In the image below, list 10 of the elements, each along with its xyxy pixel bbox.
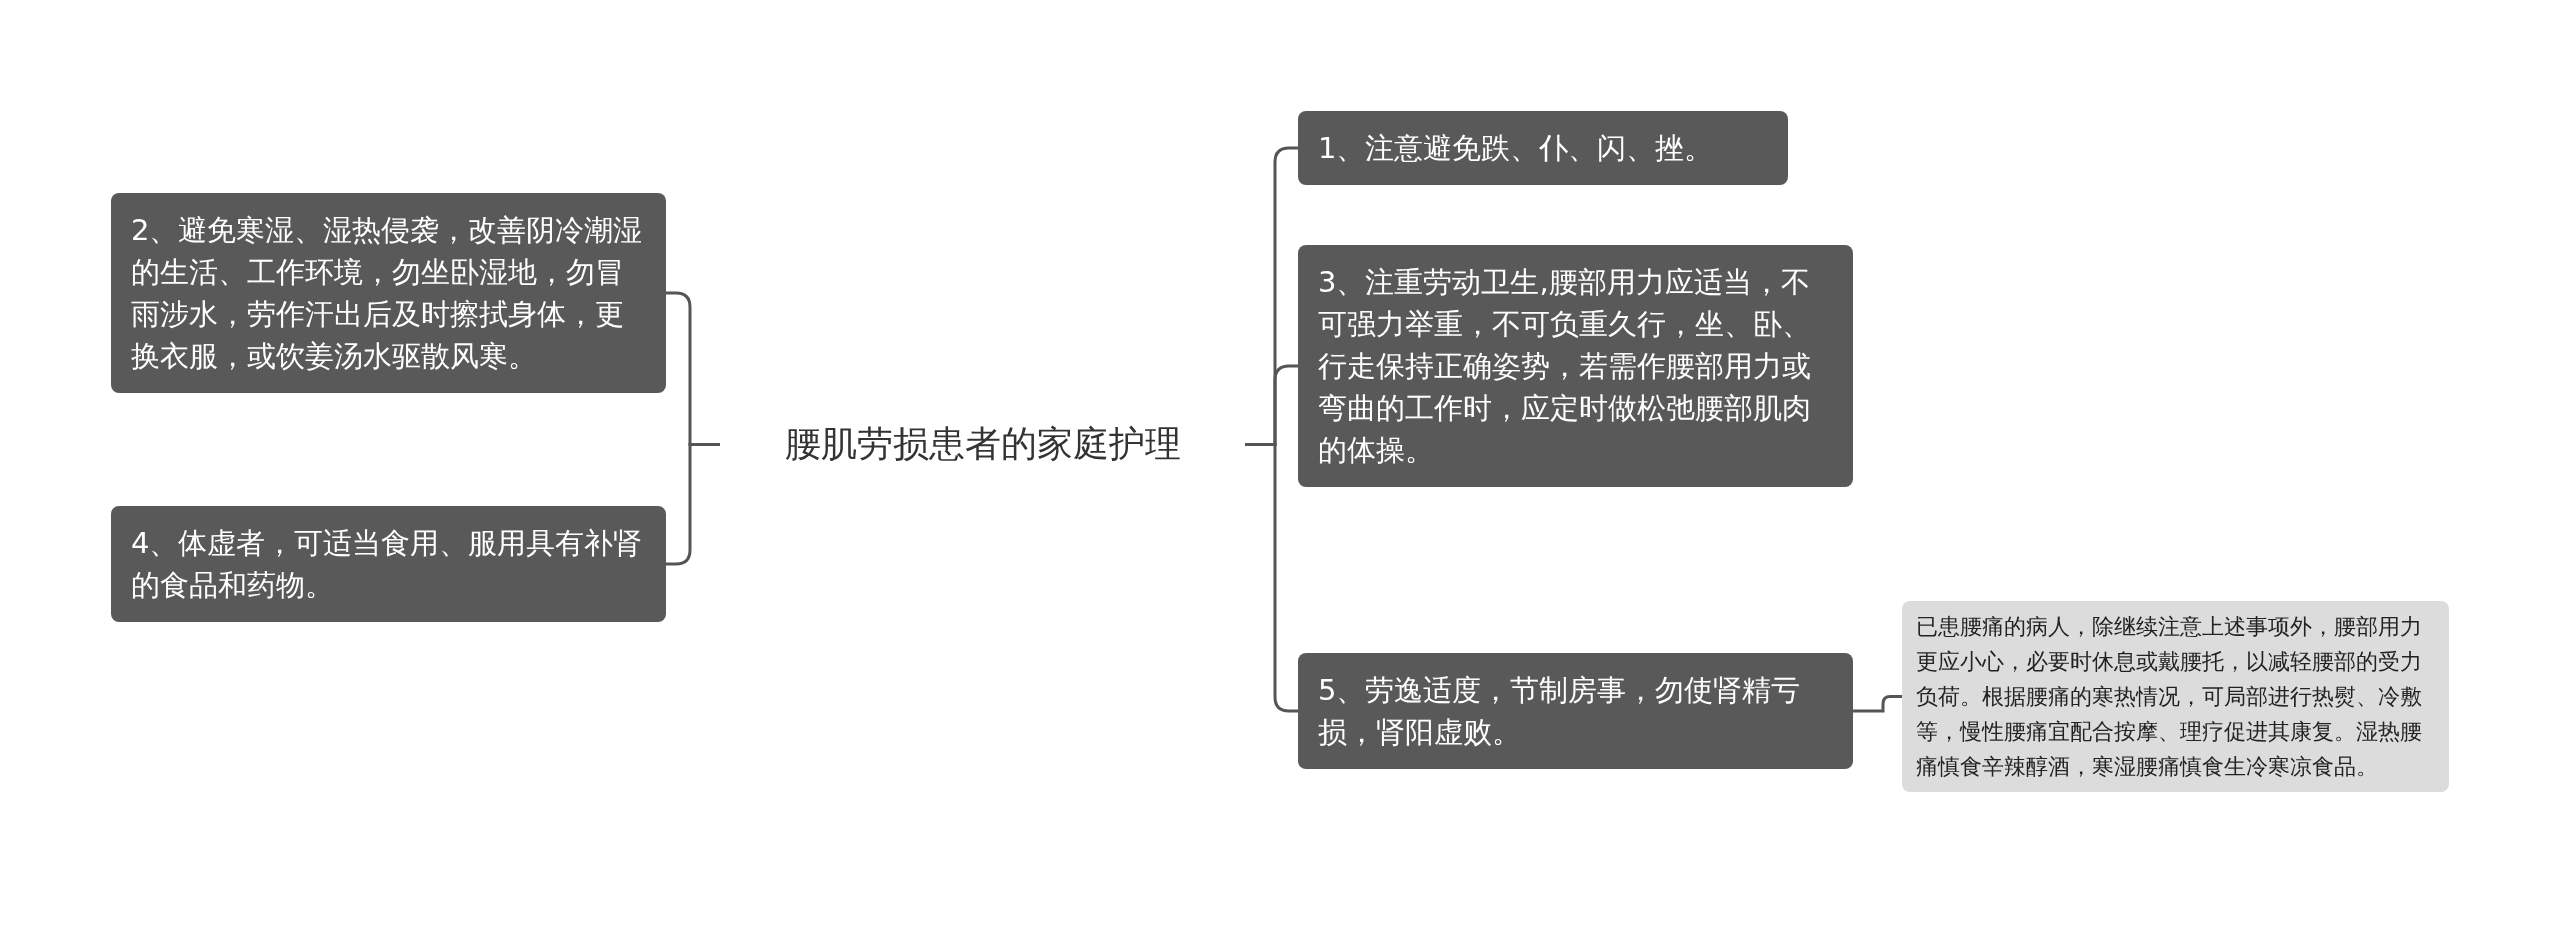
connector-line <box>1853 695 1902 713</box>
topic-box: 2、避免寒湿、湿热侵袭，改善阴冷潮湿的生活、工作环境，勿坐卧湿地，勿冒雨涉水，劳作汗出后及时擦拭身体，更换衣服，或饮姜汤水驱散风寒。 <box>111 193 666 393</box>
topic-box: 4、体虚者，可适当食用、服用具有补肾的食品和药物。 <box>111 506 666 622</box>
central-topic: 腰肌劳损患者的家庭护理 <box>720 410 1245 479</box>
topic-box: 1、注意避免跌、仆、闪、挫。 <box>1298 111 1788 185</box>
topic-box: 3、注重劳动卫生,腰部用力应适当，不可强力举重，不可负重久行，坐、卧、行走保持正确姿势，若需作腰部用力或弯曲的工作时，应定时做松弛腰部肌肉的体操。 <box>1298 245 1853 487</box>
note-box: 已患腰痛的病人，除继续注意上述事项外，腰部用力更应小心，必要时休息或戴腰托，以减轻腰部的受力负荷。根据腰痛的寒热情况，可局部进行热熨、冷敷等，慢性腰痛宜配合按摩、理疗促进其康复。湿热腰痛慎食辛辣醇酒，寒湿腰痛慎食生冷寒凉食品。 <box>1902 601 2449 792</box>
topic-box: 5、劳逸适度，节制房事，勿使肾精亏损，肾阳虚败。 <box>1298 653 1853 769</box>
connector-line <box>1245 443 1298 713</box>
connector-line <box>666 443 720 566</box>
